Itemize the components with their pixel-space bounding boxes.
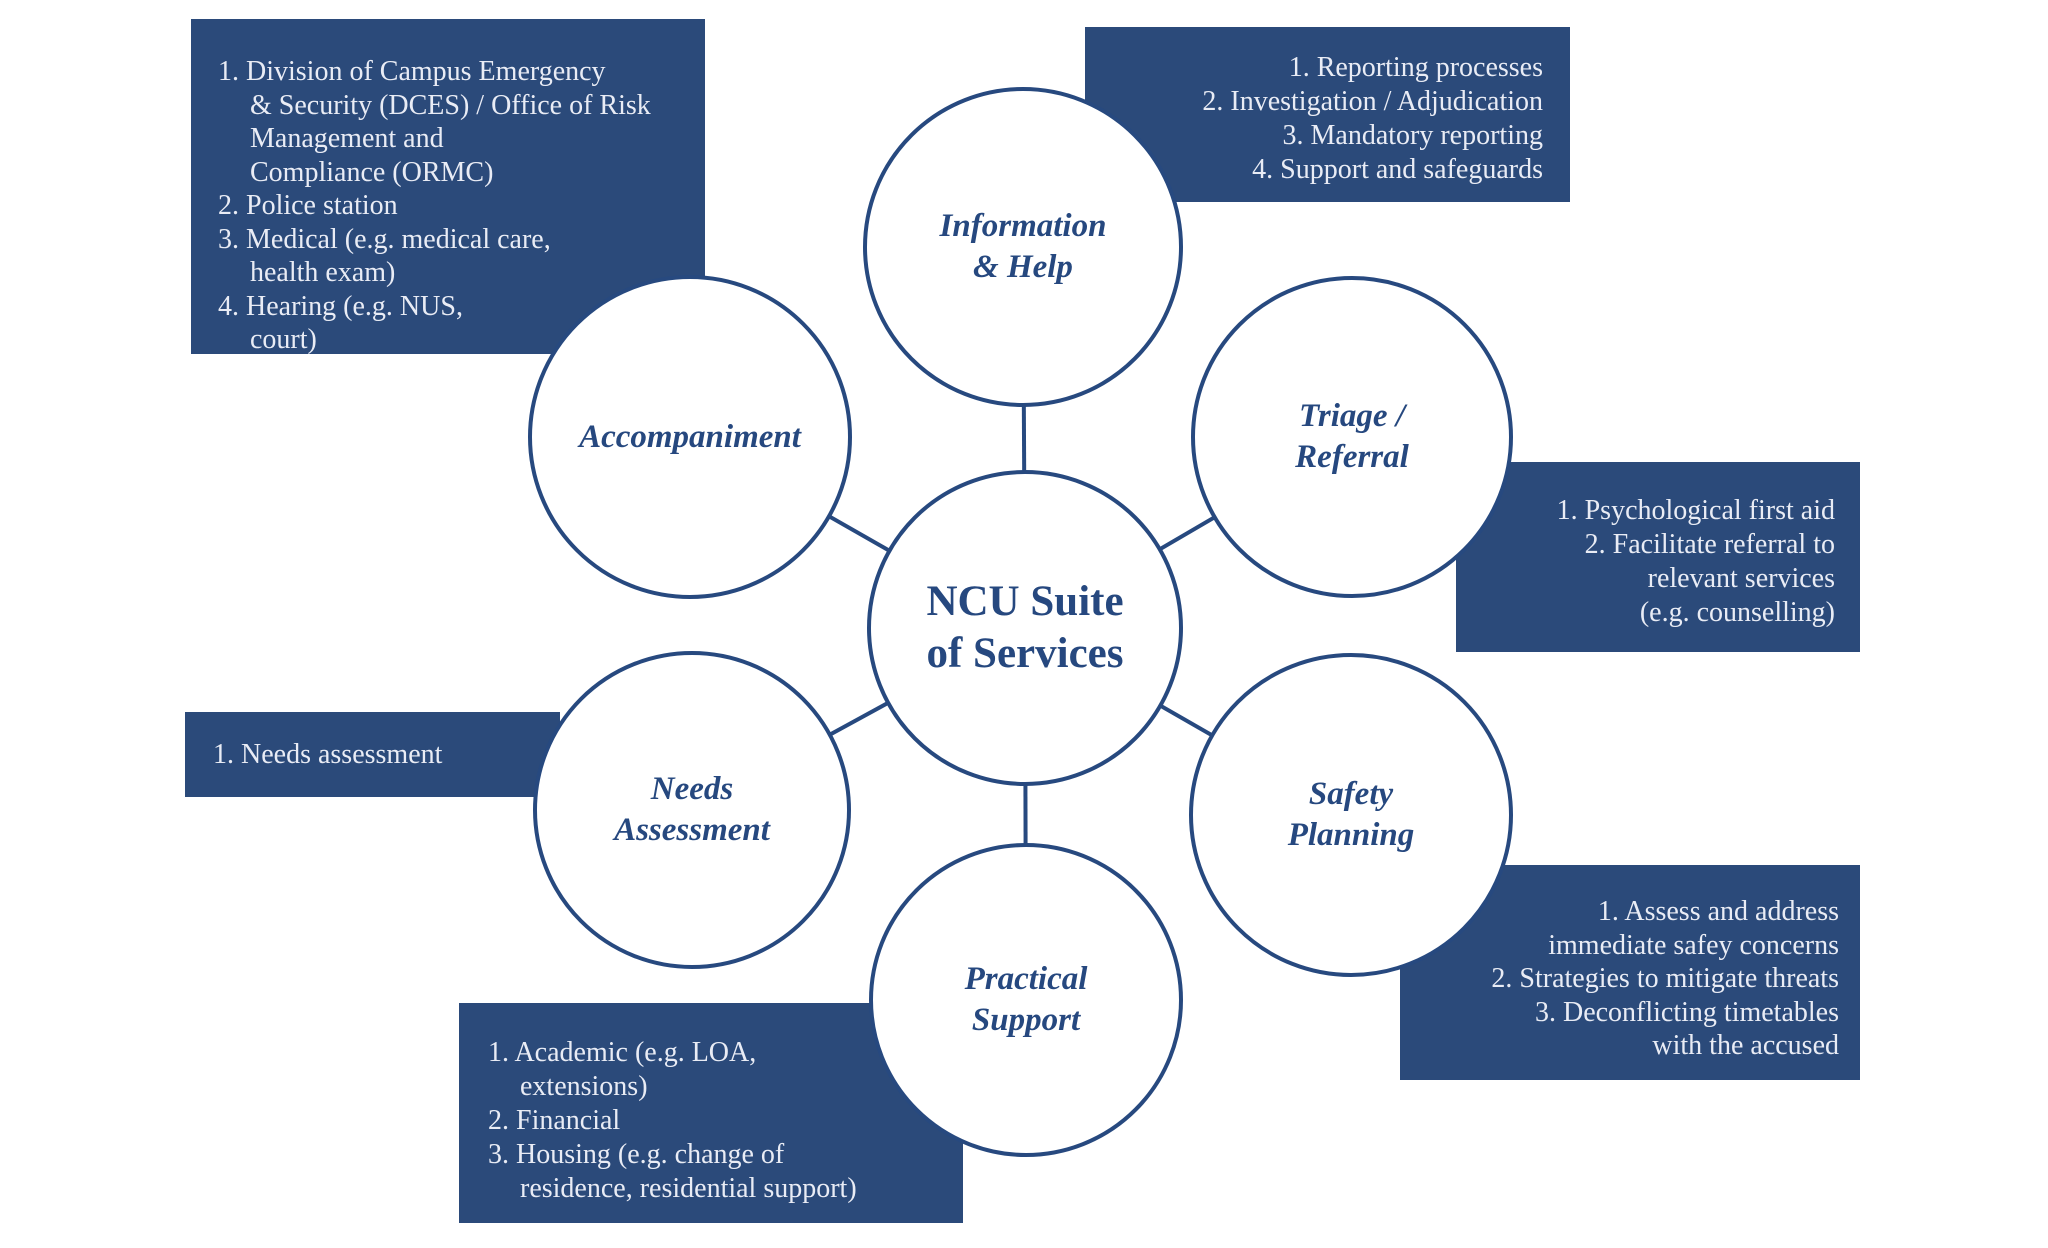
list-item: immediate safey concerns bbox=[1548, 929, 1839, 961]
list-item: health exam) bbox=[250, 257, 396, 288]
list-item: & Security (DCES) / Office of Risk bbox=[250, 89, 651, 121]
center-title: NCU Suite of Services bbox=[926, 578, 1124, 677]
list-item: 2. Investigation / Adjudication bbox=[1202, 86, 1543, 117]
node-circle-safety: Safety Planning bbox=[1189, 653, 1513, 977]
node-label-practical: Practical Support bbox=[964, 961, 1088, 1038]
node-label-accompaniment: Accompaniment bbox=[579, 418, 801, 455]
list-item: 1. Needs assessment bbox=[213, 739, 443, 770]
list-item: 4. Hearing (e.g. NUS, bbox=[218, 290, 463, 322]
list-item: court) bbox=[250, 324, 317, 355]
list-item: (e.g. counselling) bbox=[1639, 597, 1835, 628]
list-item: 1. Assess and address bbox=[1597, 896, 1839, 927]
list-item: 3. Mandatory reporting bbox=[1282, 120, 1544, 151]
list-item: with the accused bbox=[1652, 1030, 1839, 1061]
detail-box-information: 1. Reporting processes 2. Investigation … bbox=[1085, 27, 1570, 202]
list-item: 1. Division of Campus Emergency bbox=[218, 56, 606, 87]
node-label-needs: Needs Assessment bbox=[614, 771, 770, 848]
list-item: extensions) bbox=[520, 1071, 648, 1102]
list-item: residence, residential support) bbox=[520, 1173, 857, 1204]
list-item: 3. Housing (e.g. change of bbox=[488, 1139, 785, 1170]
node-circle-needs: Needs Assessment bbox=[533, 651, 851, 969]
node-circle-practical: Practical Support bbox=[869, 843, 1183, 1157]
list-item: 1. Psychological first aid bbox=[1556, 495, 1835, 526]
node-label-safety: Safety Planning bbox=[1287, 776, 1415, 853]
node-label-triage: Triage / Referral bbox=[1295, 398, 1409, 475]
detail-box-accompaniment: 1. Division of Campus Emergency & Securi… bbox=[191, 19, 705, 355]
list-item: 2. Facilitate referral to bbox=[1584, 529, 1835, 560]
list-item: 2. Strategies to mitigate threats bbox=[1491, 963, 1839, 994]
list-item: 2. Financial bbox=[488, 1105, 621, 1136]
list-item: 1. Reporting processes bbox=[1288, 52, 1543, 83]
list-item: 2. Police station bbox=[218, 190, 398, 221]
list-item: 1. Academic (e.g. LOA, bbox=[488, 1037, 757, 1068]
center-circle: NCU Suite of Services bbox=[867, 470, 1183, 786]
list-item: Management and bbox=[250, 123, 444, 154]
list-item: 3. Deconflicting timetables bbox=[1534, 996, 1839, 1028]
detail-box-triage: 1. Psychological first aid 2. Facilitate… bbox=[1456, 462, 1860, 652]
list-item: 4. Support and safeguards bbox=[1252, 154, 1543, 185]
node-circle-accompaniment: Accompaniment bbox=[528, 275, 852, 599]
node-circle-information: Information & Help bbox=[863, 87, 1183, 407]
list-item: Compliance (ORMC) bbox=[250, 156, 494, 188]
node-circle-triage: Triage / Referral bbox=[1191, 276, 1513, 598]
list-item: 3. Medical (e.g. medical care, bbox=[218, 223, 551, 255]
detail-box-needs: 1. Needs assessment bbox=[185, 712, 560, 797]
list-item: relevant services bbox=[1647, 563, 1835, 594]
node-label-information: Information & Help bbox=[939, 208, 1107, 285]
